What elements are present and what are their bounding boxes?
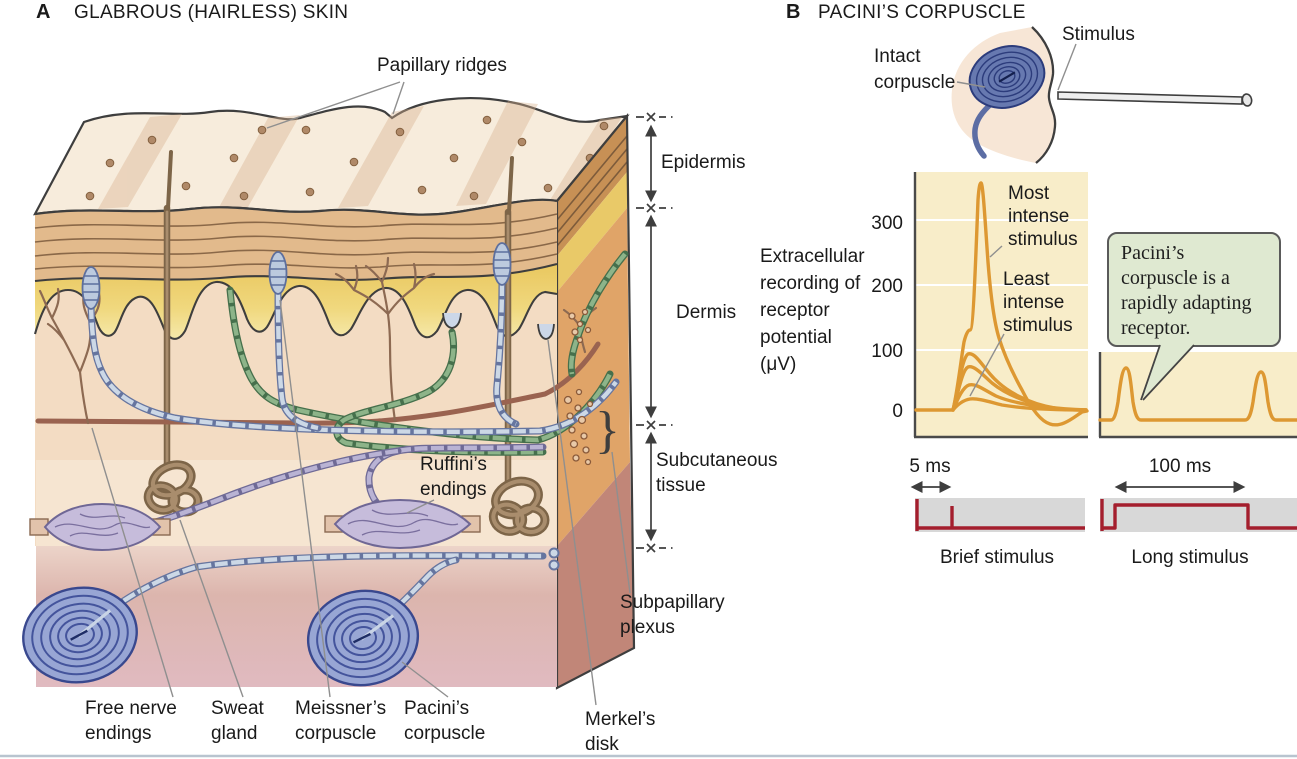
ruffini-ending-right [324,498,481,550]
callout-line-2: corpuscle is a [1121,267,1230,289]
label-free-nerve-1: Free nerve [85,698,177,719]
label-intact-2: corpuscle [874,72,955,93]
label-5ms: 5 ms [909,456,950,477]
stimulus-probe [1057,91,1253,107]
svg-text:recording of: recording of [760,273,861,294]
pacinian-corpuscle-right [306,589,420,687]
label-subcutaneous-2: tissue [656,475,706,496]
free-nerve-endings-center [334,256,436,423]
label-ruffini-1: Ruffini’s [420,454,487,475]
skin-top-surface [33,97,630,216]
label-sweat-2: gland [211,723,258,744]
adapting-callout: Pacini’s corpuscle is a rapidly adapting… [1107,232,1281,401]
callout-line-3: rapidly adapting [1121,292,1252,314]
annotation-least-2: intense [1003,292,1064,313]
label-brief-stimulus: Brief stimulus [940,547,1054,568]
sweat-gland-right [488,476,550,537]
label-long-stimulus: Long stimulus [1131,547,1248,568]
panel-a-title: GLABROUS (HAIRLESS) SKIN [74,2,348,23]
receptor-potential-plot: Most intense stimulus Least intense stim… [760,172,1089,439]
callout-line-1: Pacini’s [1121,242,1185,264]
meissner-corpuscle-3 [492,242,512,286]
ruffini-ending-left [29,502,171,552]
panel-a-tag: A [36,1,50,23]
annotation-most-3: stimulus [1008,229,1078,250]
sweat-gland-left [143,460,203,517]
rapidly-adapting-plot [1098,352,1297,439]
svg-text:Extracellular: Extracellular [760,246,865,267]
myelinated-fiber-purple [148,443,547,527]
label-dermis: Dermis [676,302,736,323]
label-meissner-2: corpuscle [295,723,376,744]
intact-corpuscle-illustration: Intact corpuscle Stimulus [874,24,1253,164]
label-pacini-2: corpuscle [404,723,485,744]
sweat-pore-dots [85,115,609,201]
merkel-disk-2 [537,323,555,340]
label-ruffini-2: endings [420,479,487,500]
brief-stimulus-trace: 5 ms Brief stimulus [909,456,1085,568]
meissner-corpuscle-2 [268,251,288,295]
label-epidermis: Epidermis [661,152,745,173]
annotation-most-1: Most [1008,183,1050,204]
merkel-disk-1 [442,312,462,329]
plexus-brace: } [595,402,620,459]
ytick-100: 100 [871,341,903,362]
free-nerve-endings-left [38,287,101,425]
annotation-least-3: stimulus [1003,315,1073,336]
ytick-200: 200 [871,276,903,297]
label-papillary-ridges: Papillary ridges [377,55,507,76]
label-merkel-2: disk [585,734,619,755]
label-subpapillary-1: Subpapillary [620,592,725,613]
callout-line-4: receptor. [1121,317,1190,339]
long-stimulus-trace: 100 ms Long stimulus [1100,456,1297,568]
label-subpapillary-2: plexus [620,617,675,638]
ytick-300: 300 [871,213,903,234]
ytick-0: 0 [892,401,903,422]
annotation-least-1: Least [1003,269,1050,290]
label-stimulus: Stimulus [1062,24,1135,45]
label-free-nerve-2: endings [85,723,152,744]
annotation-most-2: intense [1008,206,1069,227]
svg-text:potential: potential [760,327,832,348]
label-sweat-1: Sweat [211,698,265,719]
layer-dimension-line [636,112,673,553]
panel-a-skin-block: } A GLABROUS (HAIRLESS) SKI [22,1,778,755]
corpuscle-axon-tail [972,100,995,159]
panel-a-leader-lines [91,81,631,706]
panel-b-title: PACINI’S CORPUSCLE [818,2,1026,23]
myelinated-fiber-blue-main [87,279,620,436]
label-100ms: 100 ms [1149,456,1211,477]
label-meissner-1: Meissner’s [295,698,386,719]
svg-text:receptor: receptor [760,300,830,321]
label-intact-1: Intact [874,46,921,67]
y-axis-label: Extracellular recording of receptor pote… [760,246,865,375]
label-subcutaneous-1: Subcutaneous [656,450,778,471]
meissner-corpuscle-1 [81,266,101,310]
panel-b-tag: B [786,1,800,23]
intact-corpuscle-body [968,45,1046,109]
svg-text:(μV): (μV) [760,354,796,375]
panel-b-pacini: B PACINI’S CORPUSCLE Intact c [760,1,1297,568]
label-pacini-1: Pacini’s [404,698,469,719]
subpapillary-plexus-vessels [563,308,594,466]
myelinated-fiber-green-side [567,250,629,378]
pacinian-corpuscle-left [22,586,138,684]
label-merkel-1: Merkel’s [585,709,655,730]
receptor-potential-curves [914,181,1089,427]
